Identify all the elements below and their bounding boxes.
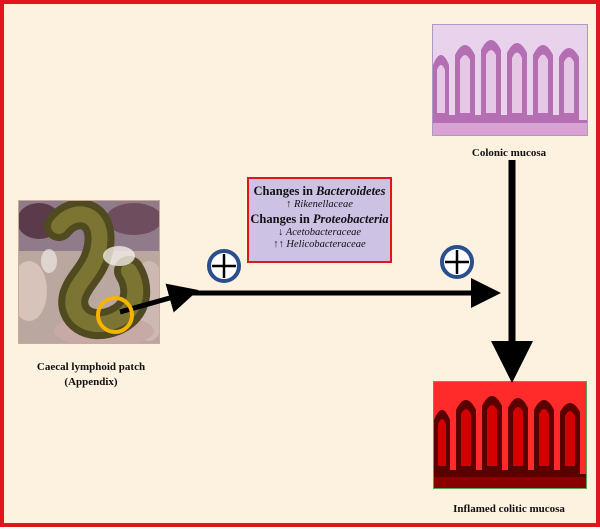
caecal-label: Caecal lymphoid patch (Appendix) [6,360,176,390]
bacteroidetes-heading: Changes in Bacteroidetes [249,183,390,199]
up-arrow-icon: ↑ [286,199,292,210]
helicobacteraceae-label: Helicobacteraceae [286,239,366,250]
circled-plus-icon [440,245,474,279]
proteobacteria-name: Proteobacteria [312,212,389,226]
microbiota-changes-box: Changes in Bacteroidetes ↑ Rikenellaceae… [247,177,392,263]
inflamed-mucosa-photo [433,381,587,489]
caecal-label-line1: Caecal lymphoid patch [36,361,146,373]
proteobacteria-prefix: Changes in [250,212,313,226]
double-up-arrow-icon: ↑↑ [273,239,284,250]
bacteroidetes-prefix: Changes in [253,184,317,198]
rikenellaceae-label: Rikenellaceae [293,199,353,210]
caecal-label-line2: (Appendix) [64,376,118,388]
inflamed-mucosa-label: Inflamed colitic mucosa [453,503,565,515]
proteobacteria-heading: Changes in Proteobacteria [249,211,390,227]
colonic-mucosa-label: Colonic mucosa [471,147,547,159]
bacteroidetes-name: Bacteroidetes [316,184,386,198]
colonic-mucosa-photo [432,24,588,136]
down-arrow-icon: ↓ [277,227,284,238]
circled-plus-icon [207,249,241,283]
acetobacteraceae-label: Acetobacteraceae [285,227,362,238]
caecal-photo [18,200,160,344]
rikenellaceae-row: ↑ Rikenellaceae [249,199,390,211]
helicobacteraceae-row: ↑↑ Helicobacteraceae [249,239,390,251]
acetobacteraceae-row: ↓ Acetobacteraceae [249,227,390,239]
